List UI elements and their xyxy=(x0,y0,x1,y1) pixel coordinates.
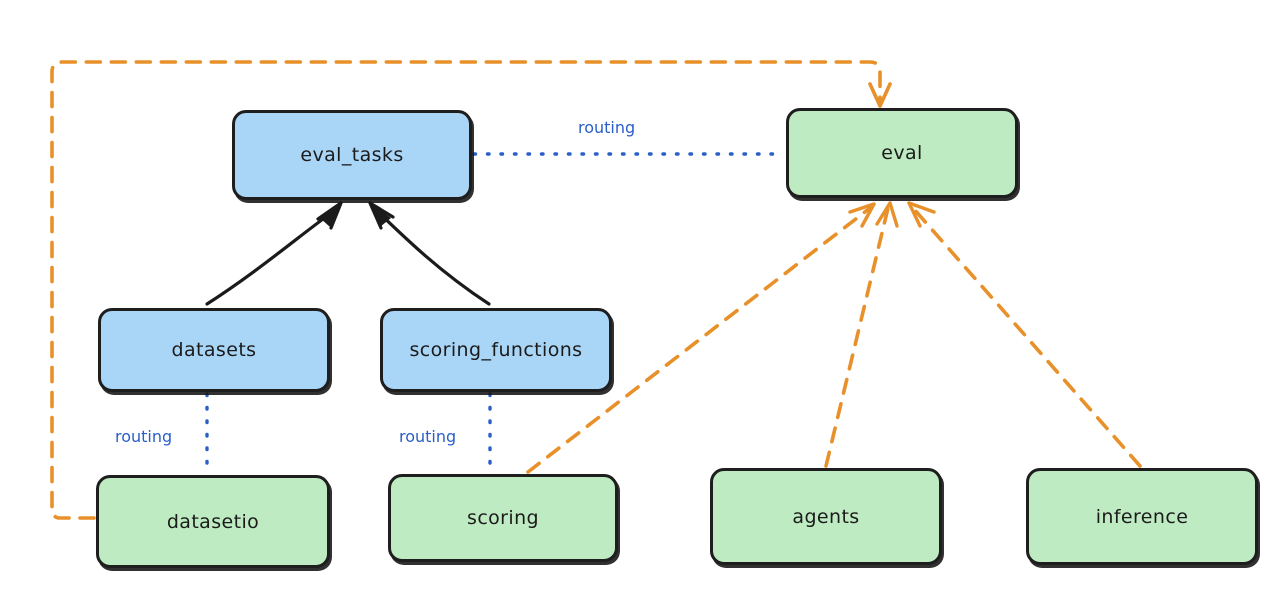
node-label-scoring-functions: scoring_functions xyxy=(409,339,583,361)
node-datasetio[interactable]: datasetio xyxy=(96,475,330,568)
node-agents[interactable]: agents xyxy=(710,468,942,565)
node-eval-tasks[interactable]: eval_tasks xyxy=(232,110,472,200)
node-scoring[interactable]: scoring xyxy=(388,474,618,562)
node-label-datasetio: datasetio xyxy=(166,510,260,533)
edge-inference-to-eval xyxy=(907,201,1142,468)
edge-label-routing-eval-tasks: routing xyxy=(578,118,636,137)
node-scoring-functions[interactable]: scoring_functions xyxy=(380,308,612,392)
node-label-agents: agents xyxy=(792,505,860,528)
edge-datasets-to-eval-tasks xyxy=(205,201,343,306)
node-datasets[interactable]: datasets xyxy=(98,308,330,392)
edge-label-routing-datasets: routing xyxy=(115,427,173,446)
node-eval[interactable]: eval xyxy=(786,108,1018,198)
node-label-inference: inference xyxy=(1095,505,1189,528)
edge-scoring-functions-to-eval-tasks xyxy=(368,201,491,306)
node-label-eval-tasks: eval_tasks xyxy=(300,144,404,166)
node-inference[interactable]: inference xyxy=(1026,468,1258,565)
node-label-datasets: datasets xyxy=(171,339,257,361)
node-label-eval: eval xyxy=(881,142,923,164)
edge-agents-to-eval xyxy=(824,201,899,468)
edge-label-routing-scoring-functions: routing xyxy=(399,427,457,446)
node-label-scoring: scoring xyxy=(467,507,539,529)
